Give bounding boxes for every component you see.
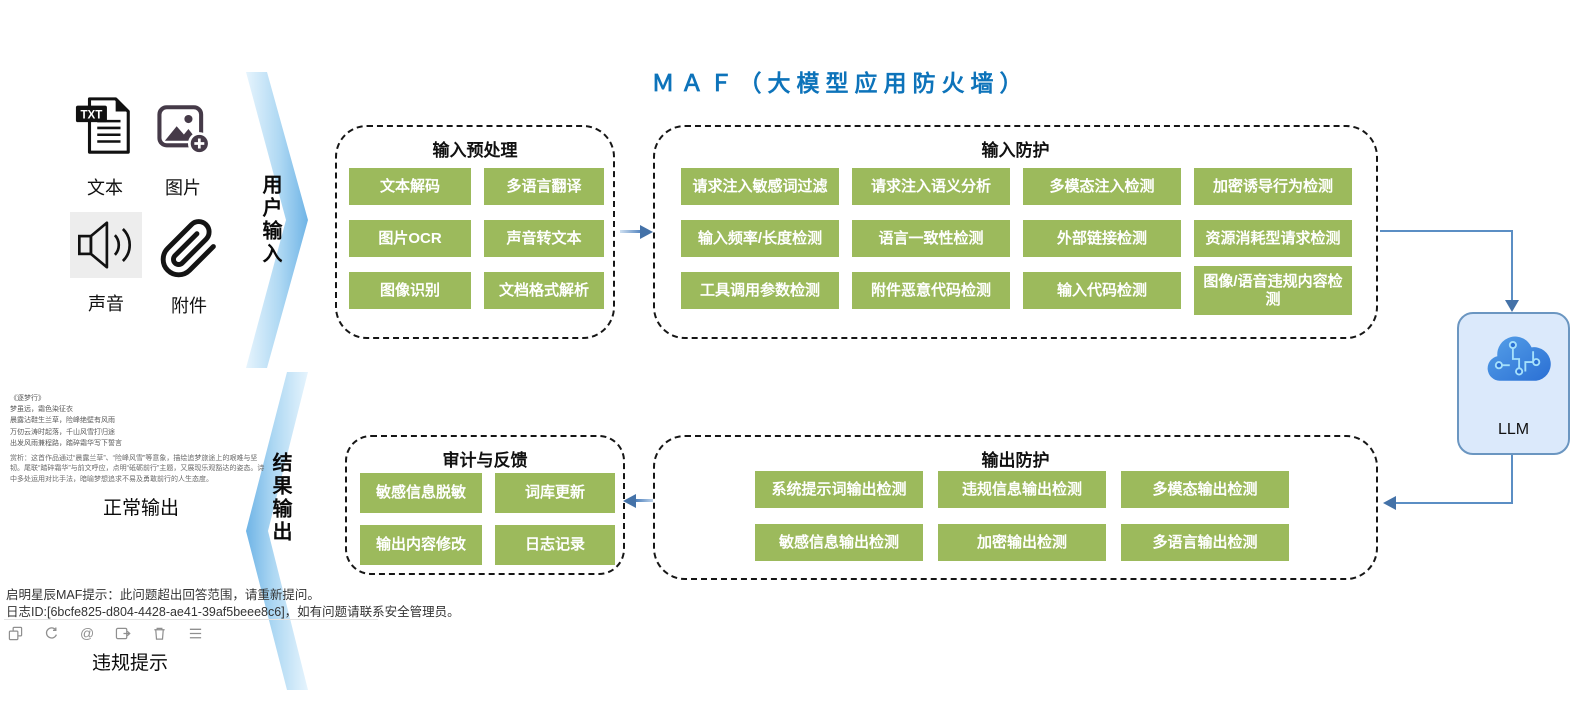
txt-document-icon: TXT xyxy=(74,94,136,158)
input-guard-item: 资源消耗型请求检测 xyxy=(1194,220,1352,257)
input-label-text: 文本 xyxy=(87,178,123,198)
input-guard-item: 加密诱导行为检测 xyxy=(1194,168,1352,205)
llm-box: LLM xyxy=(1457,312,1570,455)
preprocess-module-box: 输入预处理 文本解码 多语言翻译 图片OCR 声音转文本 图像识别 文档格式解析 xyxy=(335,125,615,339)
output-guard-item: 违规信息输出检测 xyxy=(938,471,1106,508)
output-guard-item: 多模态输出检测 xyxy=(1121,471,1289,508)
output-guard-title: 输出防护 xyxy=(981,451,1050,470)
result-output-flow-arrow xyxy=(246,372,308,690)
input-guard-item: 输入代码检测 xyxy=(1023,272,1181,309)
arrowhead-left-icon xyxy=(623,494,636,508)
user-input-flow-label: 用户输入 xyxy=(259,174,281,266)
input-guard-item: 请求注入语义分析 xyxy=(852,168,1010,205)
input-guard-module-box: 输入防护 请求注入敏感词过滤 请求注入语义分析 多模态注入检测 加密诱导行为检测… xyxy=(653,125,1378,339)
user-input-flow-arrow xyxy=(246,72,308,368)
connector-llm-to-out-h xyxy=(1396,502,1513,504)
connector-llm-to-out-v xyxy=(1511,455,1513,504)
arrowhead-right-icon xyxy=(640,225,653,239)
connector-guard-to-llm-v xyxy=(1511,230,1513,302)
input-guard-item: 工具调用参数检测 xyxy=(681,272,839,309)
result-output-flow-label: 结果输出 xyxy=(269,452,291,544)
copy-icon[interactable] xyxy=(8,626,23,641)
chat-message-toolbar: @ xyxy=(8,625,203,641)
poem-title: 《逐梦行》 xyxy=(10,395,45,402)
preprocess-item: 文档格式解析 xyxy=(484,272,604,309)
connector-out-to-audit xyxy=(636,499,656,502)
arrowhead-down-icon xyxy=(1505,300,1519,312)
preprocess-title: 输入预处理 xyxy=(432,141,518,160)
output-guard-item: 敏感信息输出检测 xyxy=(755,524,923,561)
normal-output-sample-text: 《逐梦行》 梦虽远，霜色染征衣 晨露沾鞋生兰草，险峰绝壁有风雨 万仞云涛时起落，… xyxy=(10,393,266,485)
poem-analysis: 赏析：这首作品通过“晨露兰草”、“险峰风雪”等意象，描绘追梦旅途上的艰难与坚韧。… xyxy=(10,454,265,483)
menu-icon[interactable] xyxy=(188,626,203,641)
image-add-icon xyxy=(154,100,212,158)
svg-text:TXT: TXT xyxy=(80,108,102,121)
connector-pre-to-guard xyxy=(620,230,642,233)
delete-icon[interactable] xyxy=(152,626,167,641)
input-guard-item: 外部链接检测 xyxy=(1023,220,1181,257)
paperclip-icon xyxy=(158,216,220,282)
audit-item: 输出内容修改 xyxy=(360,525,482,565)
arrowhead-left-icon xyxy=(1383,496,1396,510)
llm-cloud-icon xyxy=(1487,336,1551,381)
output-guard-item: 加密输出检测 xyxy=(938,524,1106,561)
violation-label: 违规提示 xyxy=(92,653,169,674)
input-guard-item: 请求注入敏感词过滤 xyxy=(681,168,839,205)
violation-message-line2: 日志ID:[6bcfe825-d804-4428-ae41-39af5beee8… xyxy=(6,605,460,619)
llm-label: LLM xyxy=(1497,421,1530,438)
audit-title: 审计与反馈 xyxy=(442,451,528,470)
preprocess-item: 图片OCR xyxy=(349,220,471,257)
divider xyxy=(4,619,378,620)
preprocess-item: 文本解码 xyxy=(349,168,471,205)
refresh-icon[interactable] xyxy=(44,626,59,641)
at-icon[interactable]: @ xyxy=(80,625,95,641)
output-guard-module-box: 输出防护 系统提示词输出检测 违规信息输出检测 多模态输出检测 敏感信息输出检测… xyxy=(653,435,1378,580)
preprocess-item: 声音转文本 xyxy=(484,220,604,257)
export-icon[interactable] xyxy=(115,626,131,641)
input-guard-item: 语言一致性检测 xyxy=(852,220,1010,257)
input-guard-item: 图像/语音违规内容检测 xyxy=(1194,266,1352,315)
audit-item: 日志记录 xyxy=(495,525,615,565)
speaker-icon xyxy=(70,212,142,278)
normal-output-label: 正常输出 xyxy=(103,498,180,519)
audit-item: 词库更新 xyxy=(495,473,615,513)
violation-message-line1: 启明星辰MAF提示：此问题超出回答范围，请重新提问。 xyxy=(6,588,320,602)
preprocess-item: 多语言翻译 xyxy=(484,168,604,205)
input-label-attachment: 附件 xyxy=(171,296,207,316)
preprocess-item: 图像识别 xyxy=(349,272,471,309)
input-guard-item: 输入频率/长度检测 xyxy=(681,220,839,257)
input-guard-item: 多模态注入检测 xyxy=(1023,168,1181,205)
audit-module-box: 审计与反馈 敏感信息脱敏 词库更新 输出内容修改 日志记录 xyxy=(345,435,625,575)
page-title: ＭＡＦ（大模型应用防火墙） xyxy=(651,70,1029,96)
output-guard-item: 系统提示词输出检测 xyxy=(755,471,923,508)
input-label-image: 图片 xyxy=(165,178,201,198)
input-guard-item: 附件恶意代码检测 xyxy=(852,272,1010,309)
input-label-audio: 声音 xyxy=(88,294,124,314)
connector-guard-to-llm-h xyxy=(1380,230,1513,232)
audit-item: 敏感信息脱敏 xyxy=(360,473,482,513)
output-guard-item: 多语言输出检测 xyxy=(1121,524,1289,561)
input-guard-title: 输入防护 xyxy=(981,141,1050,160)
